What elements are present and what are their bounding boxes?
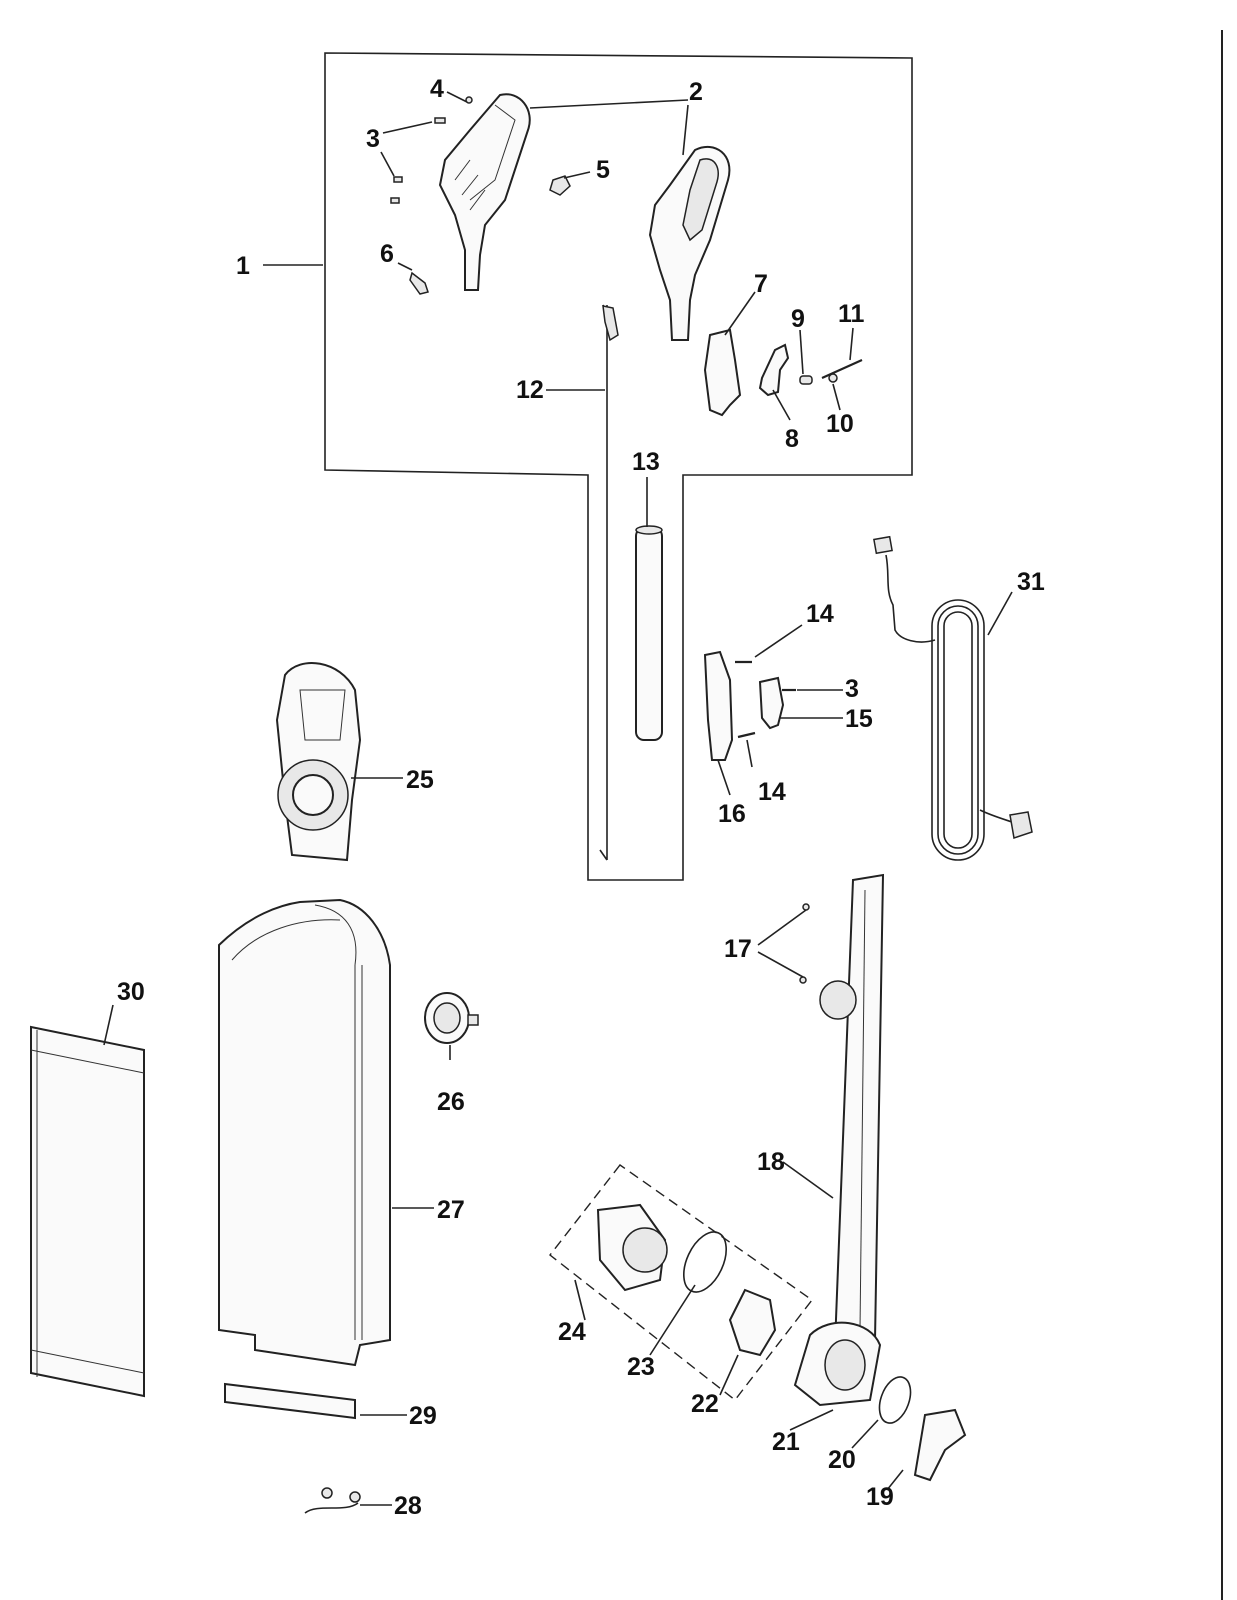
callout-21: 21 (772, 1428, 800, 1456)
callout-7: 7 (754, 270, 768, 298)
callout-15: 15 (845, 705, 873, 733)
part-8-switch-lever (758, 343, 790, 397)
callout-14-top: 14 (806, 600, 834, 628)
part-3-screw-b (390, 197, 400, 204)
callout-10: 10 (826, 410, 854, 438)
leader-lines (103, 91, 1013, 1506)
callout-8: 8 (785, 425, 799, 453)
callout-28: 28 (394, 1492, 422, 1520)
part-20-gasket (878, 1376, 912, 1424)
part-4-screw (465, 96, 473, 104)
part-18-lower-handle (819, 873, 885, 1347)
callout-14-bottom: 14 (758, 778, 786, 806)
callout-9: 9 (791, 305, 805, 333)
part-13-tube-top (635, 525, 663, 535)
part-19-nozzle (913, 1408, 967, 1482)
part-28-wire-clip (304, 1487, 361, 1514)
callout-20: 20 (828, 1446, 856, 1474)
callout-4: 4 (430, 75, 444, 103)
part-7-switch-housing (703, 328, 742, 417)
callout-26: 26 (437, 1088, 465, 1116)
handle-left-half (438, 93, 531, 291)
callout-25: 25 (406, 766, 434, 794)
callout-23: 23 (627, 1353, 655, 1381)
part-23-motor (596, 1203, 668, 1292)
part-13-tube (635, 527, 663, 741)
part-24-motor-box (549, 1164, 814, 1401)
part-16-cord-hook (703, 650, 734, 761)
part-15-clip (758, 676, 785, 730)
part-25-filter-housing (275, 662, 362, 862)
part-5-button (549, 175, 571, 196)
callout-13: 13 (632, 448, 660, 476)
part-11-screw (821, 358, 863, 380)
callout-3-top: 3 (366, 125, 380, 153)
callout-27: 27 (437, 1196, 465, 1224)
part-26-valve (424, 992, 479, 1044)
callout-2: 2 (689, 78, 703, 106)
callout-18: 18 (757, 1148, 785, 1176)
callout-1: 1 (236, 252, 250, 280)
part-27-main-body (218, 898, 391, 1367)
part-12-rod-top (602, 305, 619, 342)
part-31-power-cord (873, 535, 1033, 861)
callout-22: 22 (691, 1390, 719, 1418)
part-14-screw-b (737, 731, 756, 739)
callout-30: 30 (117, 978, 145, 1006)
part-22-fan (728, 1288, 777, 1357)
callout-29: 29 (409, 1402, 437, 1430)
callout-11: 11 (838, 300, 865, 328)
callout-3-lower: 3 (845, 675, 859, 703)
part-9-bushing (799, 375, 813, 385)
callout-17: 17 (724, 935, 752, 963)
part-12-rod (599, 304, 613, 861)
part-3-screw-a (393, 176, 403, 183)
part-30-panel (30, 1025, 145, 1398)
callout-31: 31 (1017, 568, 1045, 596)
part-3-screw-top (434, 117, 446, 124)
callout-19: 19 (866, 1483, 894, 1511)
part-6-pin (409, 271, 429, 295)
callout-5: 5 (596, 156, 610, 184)
callout-12: 12 (516, 376, 544, 404)
handle-assembly-outline (324, 52, 913, 881)
callout-24: 24 (558, 1318, 586, 1346)
callout-6: 6 (380, 240, 394, 268)
handle-right-half (648, 145, 731, 341)
part-21-fan-housing (793, 1321, 882, 1407)
part-23-gasket (683, 1231, 727, 1293)
callout-16: 16 (718, 800, 746, 828)
part-29-strip (224, 1382, 356, 1420)
part-17-screw-b (799, 976, 807, 984)
part-17-screw-a (802, 903, 810, 911)
